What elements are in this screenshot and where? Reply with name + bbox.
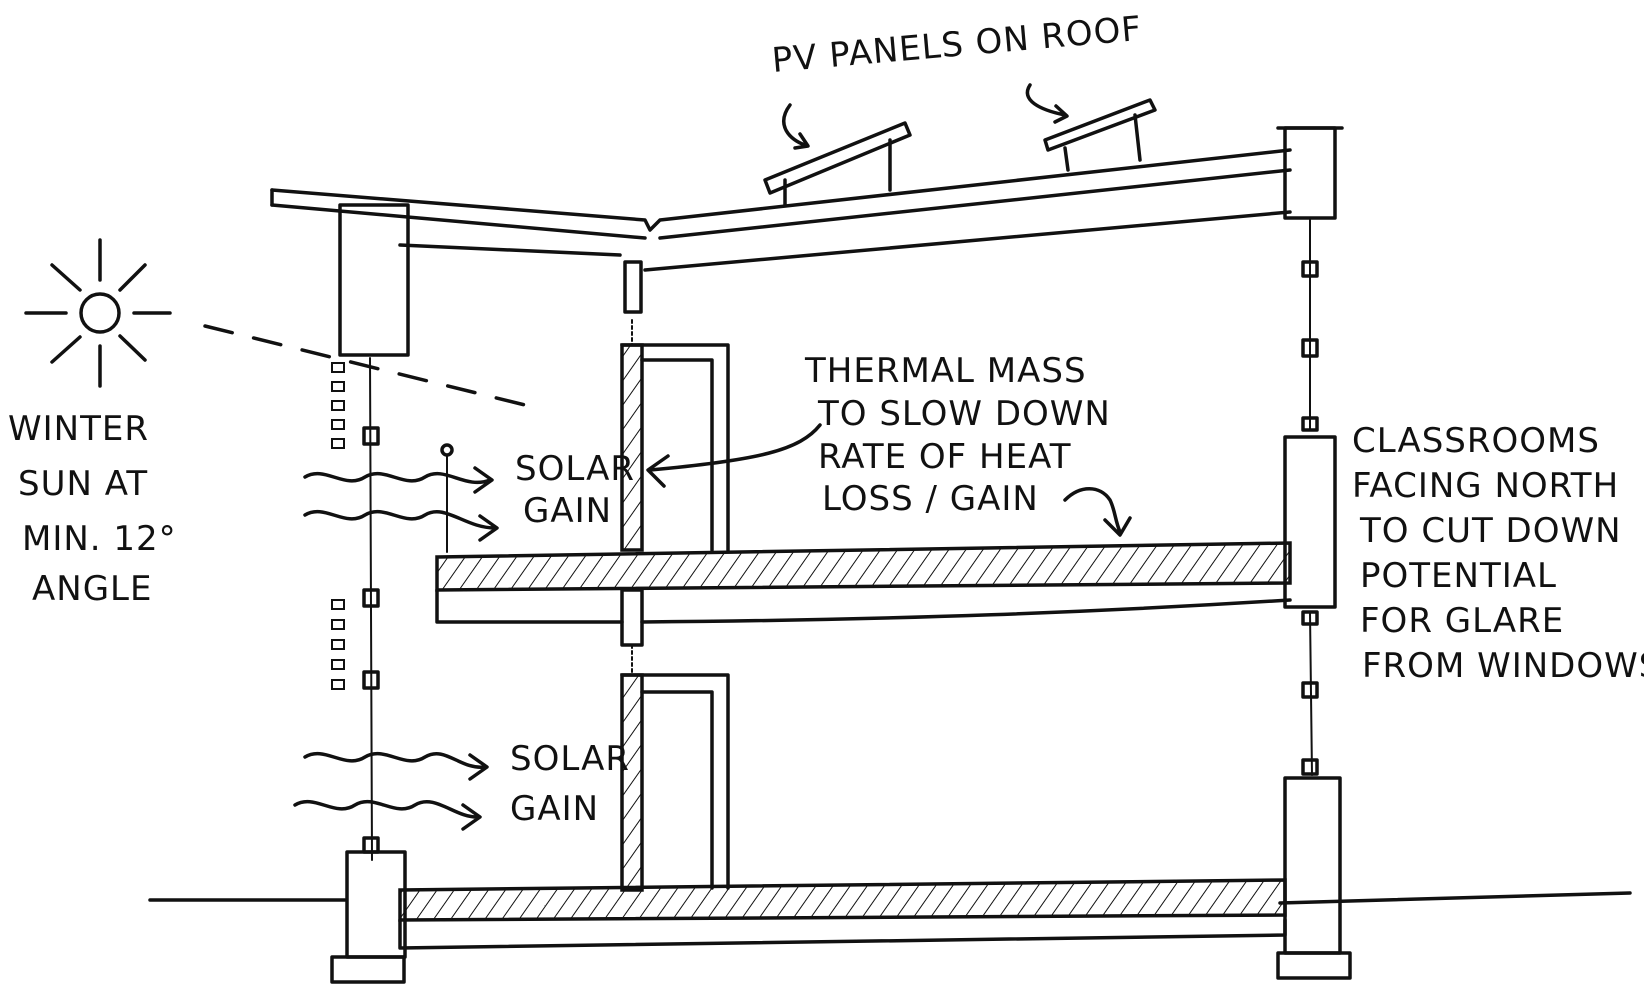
upper-door-frame [620, 343, 730, 552]
winter-sun-label: WINTER SUN AT MIN. 12° ANGLE [8, 409, 177, 609]
roof [270, 148, 1292, 272]
svg-text:WINTER: WINTER [8, 409, 149, 449]
sun-icon [24, 238, 172, 388]
pv-arrow-left [782, 103, 810, 150]
svg-text:SUN AT: SUN AT [18, 464, 148, 504]
svg-text:CLASSROOMS: CLASSROOMS [1352, 421, 1600, 461]
louvers-lower [331, 599, 345, 690]
right-glazing-wall [1309, 217, 1313, 776]
svg-text:POTENTIAL: POTENTIAL [1360, 556, 1557, 596]
louvers-upper [331, 362, 345, 449]
classrooms-label: CLASSROOMS FACING NORTH TO CUT DOWN POTE… [1352, 421, 1644, 686]
solar-gain-label-upper: SOLAR GAIN [515, 449, 635, 531]
svg-text:GAIN: GAIN [510, 789, 599, 829]
upper-floor-slab [435, 541, 1292, 592]
thermal-mass-arrow [646, 423, 822, 488]
svg-text:TO CUT DOWN: TO CUT DOWN [1359, 511, 1622, 551]
svg-text:LOSS / GAIN: LOSS / GAIN [822, 479, 1039, 519]
pv-arrow-right [1025, 83, 1069, 124]
svg-text:SOLAR: SOLAR [515, 449, 635, 489]
svg-text:FOR GLARE: FOR GLARE [1360, 601, 1564, 641]
left-glazing-wall [369, 357, 373, 861]
svg-text:GAIN: GAIN [523, 491, 612, 531]
svg-text:ANGLE: ANGLE [32, 569, 152, 609]
thermal-mass-label: THERMAL MASS TO SLOW DOWN RATE OF HEAT L… [804, 351, 1111, 519]
ground-floor-slab [398, 878, 1287, 922]
right-footing [1283, 776, 1342, 955]
overhang-beam [338, 203, 410, 357]
svg-text:RATE OF HEAT: RATE OF HEAT [818, 437, 1072, 477]
solar-gain-arrows-lower [293, 751, 489, 831]
pv-panel-left [763, 121, 912, 207]
pv-panel-right [1043, 98, 1157, 172]
pv-panels-label: PV PANELS ON ROOF [770, 9, 1143, 81]
solar-gain-arrows-upper [303, 466, 499, 542]
svg-text:SOLAR: SOLAR [510, 739, 630, 779]
svg-text:THERMAL MASS: THERMAL MASS [804, 351, 1087, 391]
left-footing [345, 850, 407, 959]
svg-text:MIN. 12°: MIN. 12° [22, 519, 177, 559]
loss-gain-arrow [1063, 487, 1132, 537]
parapet-right [1283, 126, 1337, 220]
svg-text:FROM WINDOWS: FROM WINDOWS [1362, 646, 1644, 686]
svg-text:FACING NORTH: FACING NORTH [1352, 466, 1619, 506]
sun-ray-line [203, 324, 527, 407]
right-spandrel [1283, 435, 1337, 609]
lower-door-frame [620, 673, 730, 890]
upper-thermal-wall [620, 343, 644, 552]
solar-gain-label-lower: SOLAR GAIN [510, 739, 630, 829]
svg-text:TO SLOW DOWN: TO SLOW DOWN [817, 394, 1111, 434]
lower-thermal-wall [620, 673, 644, 892]
